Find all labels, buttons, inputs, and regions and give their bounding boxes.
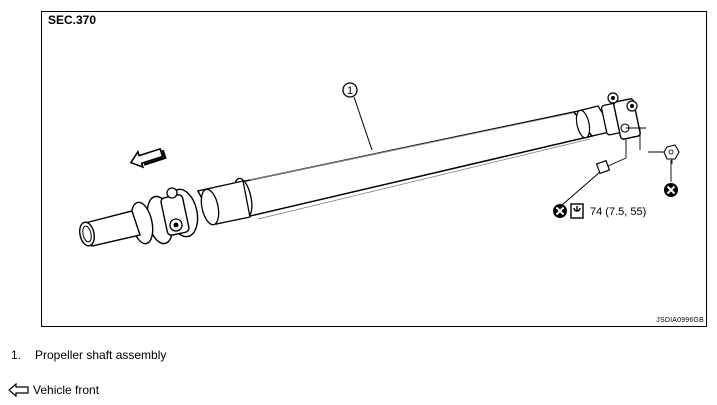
- section-label: SEC.370: [48, 13, 97, 27]
- legend-front: Vehicle front: [8, 383, 99, 397]
- front-universal-joint: [130, 187, 199, 245]
- callout-1: 1: [342, 82, 373, 151]
- legend-item-label: Propeller shaft assembly: [35, 348, 167, 362]
- rear-flange: [600, 92, 641, 140]
- flange-bolt: [561, 127, 646, 206]
- legend-item: 1. Propeller shaft assembly: [11, 348, 166, 362]
- sleeve-yoke: [79, 210, 141, 247]
- vehicle-front-arrow-icon: [129, 147, 167, 169]
- figure-id: JSDIA0996GB: [656, 317, 704, 324]
- callout-number: 1: [347, 85, 353, 97]
- hollow-arrow-icon: [8, 383, 29, 397]
- diagram-frame: [41, 11, 707, 327]
- torque-wrench-icon: [570, 203, 584, 219]
- legend-front-label: Vehicle front: [33, 383, 100, 397]
- legend-item-number: 1.: [11, 348, 22, 362]
- no-reuse-nut-icon: [664, 183, 678, 197]
- flange-nut: [648, 144, 680, 182]
- propeller-shaft: [196, 105, 616, 226]
- torque-value: 74 (7.5, 55): [590, 206, 646, 218]
- no-reuse-bolt-icon: [553, 204, 567, 218]
